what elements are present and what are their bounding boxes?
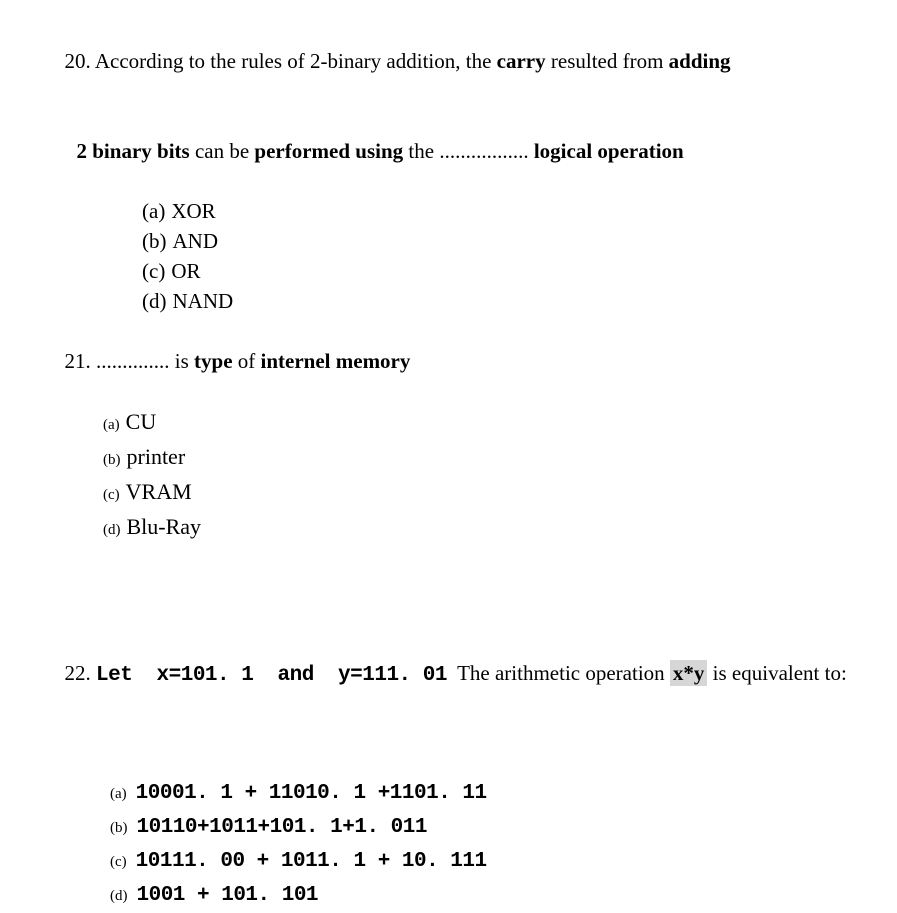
question-22-highlighted-expression: x*y — [669, 660, 708, 686]
option-b: (b)AND — [142, 226, 887, 256]
question-22-text: is equivalent to: — [707, 661, 847, 685]
question-20-text: resulted from — [545, 49, 669, 73]
question-22: 22. Let x=101. 1 and y=111. 01 The arith… — [33, 628, 887, 913]
option-marker: (c) — [110, 854, 127, 870]
question-20: 20. According to the rules of 2-binary a… — [33, 16, 887, 316]
question-21-options: (a) CU (b) printer (c) VRAM (d) Blu-Ray — [103, 406, 887, 546]
question-22-let-expression: Let x=101. 1 and y=111. 01 — [96, 664, 447, 687]
option-label: 10110+1011+101. 1+1. 011 — [136, 816, 428, 839]
question-20-text: According to the rules of 2-binary addit… — [90, 49, 497, 73]
question-21: 21. .............. is type of internel m… — [33, 316, 887, 546]
question-22-number: 22. — [64, 661, 91, 685]
question-22-text: The arithmetic operation — [446, 661, 670, 685]
question-20-text-bold: adding — [668, 49, 731, 73]
option-marker: (b) — [103, 452, 121, 468]
option-c: (c) VRAM — [103, 476, 887, 511]
option-marker: (d) — [110, 888, 128, 904]
option-marker: (a) — [110, 786, 127, 802]
option-label: VRAM — [125, 479, 192, 504]
option-a: (a) 10001. 1 + 11010. 1 +1101. 11 — [110, 777, 887, 811]
option-marker: (c) — [142, 259, 166, 283]
option-d: (d) 1001 + 101. 101 — [110, 879, 887, 913]
option-b: (b) 10110+1011+101. 1+1. 011 — [110, 811, 887, 845]
option-c: (c)OR — [142, 256, 887, 286]
option-c: (c) 10111. 00 + 1011. 1 + 10. 111 — [110, 845, 887, 879]
question-22-options: (a) 10001. 1 + 11010. 1 +1101. 11 (b) 1011… — [110, 777, 887, 913]
option-d: (d) Blu-Ray — [103, 511, 887, 546]
option-label: XOR — [171, 199, 216, 223]
question-20-number: 20. — [64, 49, 91, 73]
option-label: CU — [125, 409, 157, 434]
question-20-stem-line2: 2 binary bits can be performed using the… — [33, 106, 887, 196]
option-marker: (a) — [142, 199, 166, 223]
option-label: AND — [172, 229, 219, 253]
question-21-text-bold: type — [194, 349, 233, 373]
question-21-number: 21. — [64, 349, 91, 373]
question-20-text-bold: performed using — [254, 139, 404, 163]
option-label: printer — [126, 444, 186, 469]
question-21-blank-dots: .............. is — [90, 349, 195, 373]
option-marker: (b) — [142, 229, 167, 253]
option-marker: (d) — [142, 289, 167, 313]
question-21-text: of — [232, 349, 261, 373]
question-20-stem-line1: 20. According to the rules of 2-binary a… — [33, 16, 887, 106]
question-20-text-bold: 2 binary bits — [76, 139, 190, 163]
question-20-blank-dots: the ................. — [403, 139, 534, 163]
option-b: (b) printer — [103, 441, 887, 476]
question-20-options: (a)XOR (b)AND (c)OR (d)NAND — [142, 196, 887, 316]
option-label: 1001 + 101. 101 — [136, 884, 319, 907]
option-label: Blu-Ray — [126, 514, 202, 539]
question-20-text-bold: carry — [496, 49, 546, 73]
option-a: (a)XOR — [142, 196, 887, 226]
option-marker: (d) — [103, 522, 121, 538]
option-label: NAND — [172, 289, 234, 313]
question-21-text-bold: internel memory — [260, 349, 411, 373]
option-label: OR — [171, 259, 201, 283]
question-21-stem: 21. .............. is type of internel m… — [33, 316, 887, 406]
option-d: (d)NAND — [142, 286, 887, 316]
option-marker: (b) — [110, 820, 128, 836]
option-marker: (c) — [103, 487, 120, 503]
option-marker: (a) — [103, 417, 120, 433]
question-20-text: can be — [189, 139, 255, 163]
option-label: 10111. 00 + 1011. 1 + 10. 111 — [135, 850, 487, 873]
question-20-text-bold: logical operation — [533, 139, 684, 163]
option-label: 10001. 1 + 11010. 1 +1101. 11 — [135, 782, 487, 805]
option-a: (a) CU — [103, 406, 887, 441]
